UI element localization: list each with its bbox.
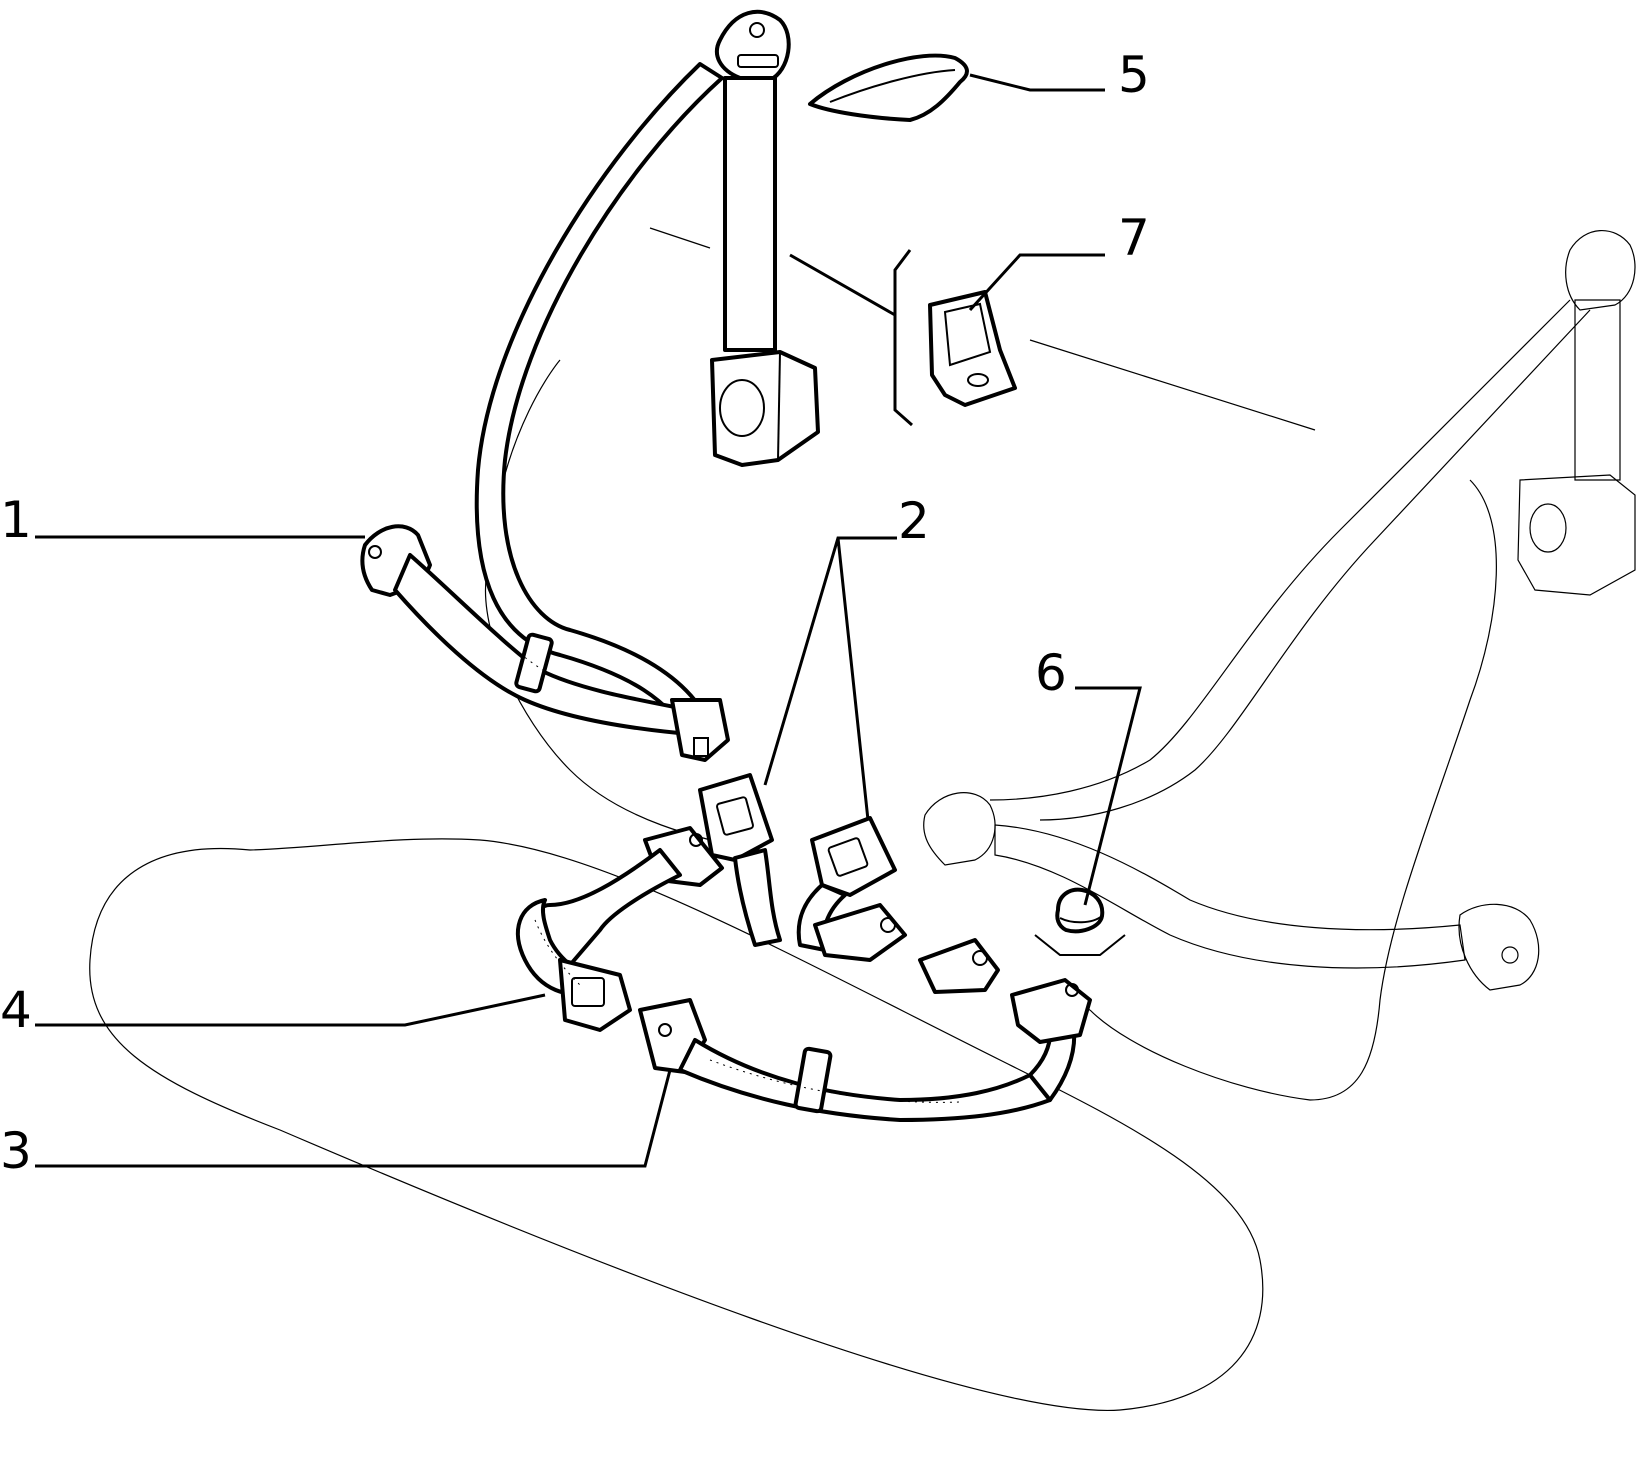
cap-plug-part-6 [1034, 887, 1126, 956]
leader-line-7 [968, 253, 1105, 312]
callout-1: 1 [0, 491, 32, 549]
leader-lines [35, 73, 1142, 1168]
seat-cushion-outline [89, 838, 1264, 1412]
leader-line-6 [1075, 686, 1142, 906]
callout-5: 5 [1118, 46, 1150, 104]
buckles-part-2 [698, 773, 1000, 994]
leader-line-5 [969, 73, 1105, 92]
leader-bracket-7 [789, 249, 913, 427]
leader-line-4 [35, 993, 546, 1027]
callout-7: 7 [1118, 209, 1150, 267]
callout-6: 6 [1035, 644, 1067, 702]
right-seat-outline [1059, 479, 1497, 1101]
lap-belt-tongue-part-4 [515, 826, 724, 1032]
trim-cover-part-5 [808, 53, 969, 122]
right-seat-belt-ghost [923, 230, 1636, 991]
lap-belt-part-3 [638, 978, 1092, 1122]
callout-3: 3 [0, 1122, 32, 1180]
leader-line-3 [35, 1069, 672, 1168]
callout-4: 4 [0, 981, 32, 1039]
belt-guide-bracket-part-7 [928, 290, 1017, 407]
leader-line-2 [763, 536, 897, 821]
callout-2: 2 [898, 492, 930, 550]
callout-labels: 1 2 3 4 5 6 7 [0, 46, 1150, 1180]
three-point-belt-part-1 [360, 9, 820, 762]
